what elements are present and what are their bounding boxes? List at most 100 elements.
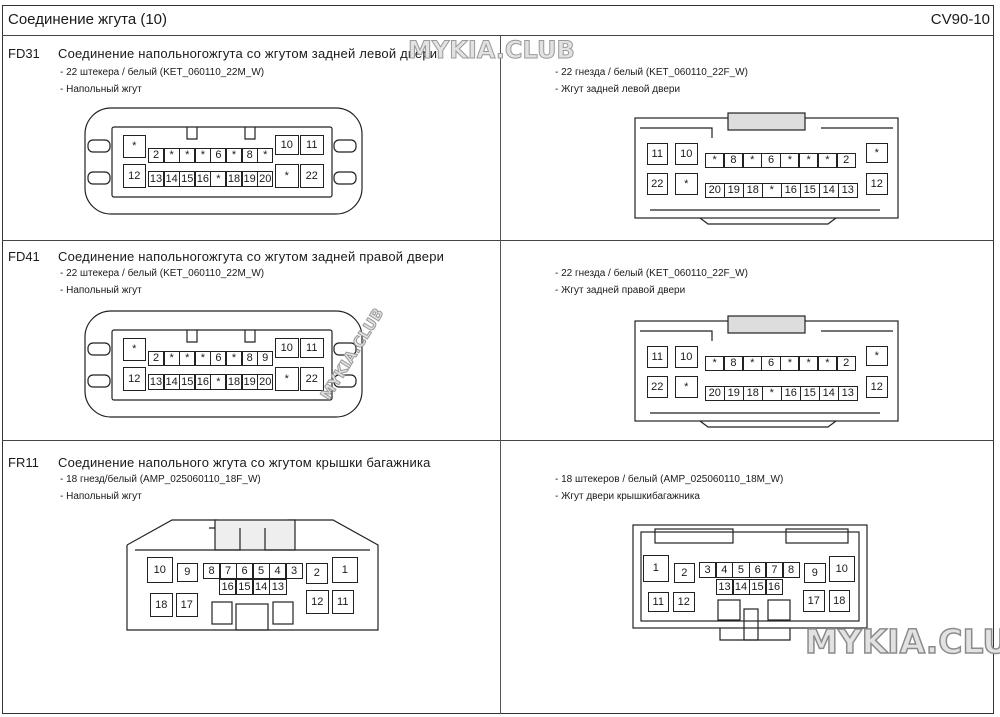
fd31-female-pin: 8	[723, 153, 744, 168]
fd41-female-pin: *	[866, 346, 888, 366]
fd31-male-pin: 12	[123, 164, 146, 188]
fd31-male-pin: 8	[241, 148, 258, 163]
fd31-female-pin: *	[817, 153, 838, 168]
section-title: Соединение напольного жгута со жгутом кр…	[58, 455, 431, 470]
connector-spec: - 22 штекера / белый (KET_060110_22M_W)	[60, 268, 265, 279]
fd31-male-pin: 14	[163, 171, 180, 187]
connector-spec: - 22 гнезда / белый (KET_060110_22F_W)	[555, 67, 748, 78]
fd31-female-pin: *	[780, 153, 800, 168]
fd41-male-pin: 2	[148, 351, 165, 366]
harness-label: - Жгут двери крышкибагажника	[555, 491, 700, 502]
fd41-male-pin: 14	[163, 374, 180, 390]
fd31-male-pin: *	[179, 148, 196, 163]
fr11-male-pin: 6	[749, 562, 767, 578]
fr11-female-pin: 9	[177, 563, 198, 582]
fr11-male-pin: 1	[643, 555, 669, 582]
fd41-male-pin: *	[194, 351, 211, 366]
divider	[2, 35, 994, 36]
fr11-male-pin: 16	[765, 579, 783, 595]
fd41-female-pin: 13	[838, 386, 858, 401]
fd41-male-connector-body	[84, 310, 363, 418]
fd31-female-pin: *	[705, 153, 725, 168]
fr11-male-pin: 18	[829, 590, 850, 612]
fr11-female-pin: 10	[147, 557, 173, 583]
fr11-male-pin: 12	[673, 592, 695, 612]
fd31-male-pin: *	[163, 148, 180, 163]
fd41-female-pin: *	[675, 376, 698, 398]
fd31-female-pin: 18	[743, 183, 763, 198]
section-code: FD31	[8, 46, 40, 61]
fd41-female-pin: *	[762, 386, 782, 401]
fd31-female-pin: *	[866, 143, 888, 163]
fr11-male-pin: 7	[765, 562, 783, 578]
harness-label: - Напольный жгут	[60, 84, 142, 95]
fd41-female-pin: 18	[743, 386, 763, 401]
fr11-female-pin: 4	[269, 563, 286, 579]
fr11-male-pin: 17	[803, 590, 825, 612]
fr11-male-connector-body	[632, 524, 868, 641]
fd41-male-pin: *	[179, 351, 196, 366]
connector-spec: - 18 штекеров / белый (AMP_025060110_18M…	[555, 474, 784, 485]
fd31-female-pin: 20	[705, 183, 725, 198]
fd31-male-pin: *	[123, 135, 146, 158]
page-title: Соединение жгута (10)	[8, 11, 168, 28]
fd41-female-pin: *	[817, 356, 838, 371]
fd31-female-pin: 10	[675, 143, 698, 165]
fd41-male-pin: 12	[123, 367, 146, 391]
fd31-male-pin: 6	[210, 148, 227, 163]
fd41-female-pin: 8	[723, 356, 744, 371]
fd31-male-pin: *	[194, 148, 211, 163]
fd31-female-pin: 14	[819, 183, 839, 198]
fd31-male-pin: 10	[275, 135, 299, 155]
fr11-female-pin: 2	[306, 563, 328, 584]
fd31-female-pin: 19	[724, 183, 744, 198]
fr11-female-pin: 7	[219, 563, 237, 579]
fr11-female-pin: 6	[236, 563, 253, 579]
page-code: CV90-10	[930, 11, 990, 28]
fd31-male-pin: 2	[148, 148, 165, 163]
fr11-female-pin: 16	[219, 579, 237, 595]
fd41-male-pin: *	[210, 374, 227, 390]
fr11-female-pin: 14	[252, 579, 270, 595]
fr11-male-pin: 3	[699, 562, 717, 578]
connector-spec: - 18 гнезд/белый (AMP_025060110_18F_W)	[60, 474, 261, 485]
fd31-male-pin: 19	[241, 171, 258, 187]
fd31-female-pin: 12	[866, 173, 888, 195]
fd31-female-pin: 6	[761, 153, 781, 168]
section-code: FD41	[8, 249, 40, 264]
fd31-male-pin: 16	[194, 171, 211, 187]
section-title: Соединение напольногожгута со жгутом зад…	[58, 46, 438, 61]
fd41-female-pin: 6	[761, 356, 781, 371]
fd41-female-pin: 22	[647, 376, 668, 398]
fr11-male-pin: 4	[715, 562, 733, 578]
fd31-male-pin: 11	[300, 135, 324, 155]
fr11-male-pin: 14	[732, 579, 750, 595]
fd31-male-pin: *	[226, 148, 243, 163]
fr11-male-pin: 8	[782, 562, 800, 578]
fd41-female-pin: 12	[866, 376, 888, 398]
harness-label: - Жгут задней левой двери	[555, 84, 681, 95]
fd41-male-pin: *	[163, 351, 180, 366]
connector-spec: - 22 штекера / белый (KET_060110_22M_W)	[60, 67, 265, 78]
connector-spec: - 22 гнезда / белый (KET_060110_22F_W)	[555, 268, 748, 279]
fd41-female-pin: 20	[705, 386, 725, 401]
fd31-female-pin: *	[675, 173, 698, 195]
fr11-female-pin: 13	[269, 579, 287, 595]
fd41-female-pin: 16	[781, 386, 801, 401]
fd41-male-pin: 22	[300, 367, 324, 391]
fd41-male-pin: 11	[300, 338, 324, 358]
fd41-female-pin: 2	[836, 356, 856, 371]
fd41-male-pin: 10	[275, 338, 299, 358]
fd31-female-pin: *	[742, 153, 762, 168]
fr11-male-pin: 15	[749, 579, 766, 595]
fd41-male-pin: *	[123, 338, 146, 361]
fr11-female-pin: 1	[332, 557, 358, 583]
fd31-female-pin: 22	[647, 173, 668, 195]
fd41-male-pin: 19	[241, 374, 258, 390]
fd41-female-pin: 19	[724, 386, 744, 401]
fr11-male-pin: 13	[716, 579, 733, 595]
fd31-male-pin: *	[257, 148, 274, 163]
watermark: MYKIA.CLUB	[408, 36, 576, 65]
fd41-male-pin: 20	[257, 374, 274, 390]
